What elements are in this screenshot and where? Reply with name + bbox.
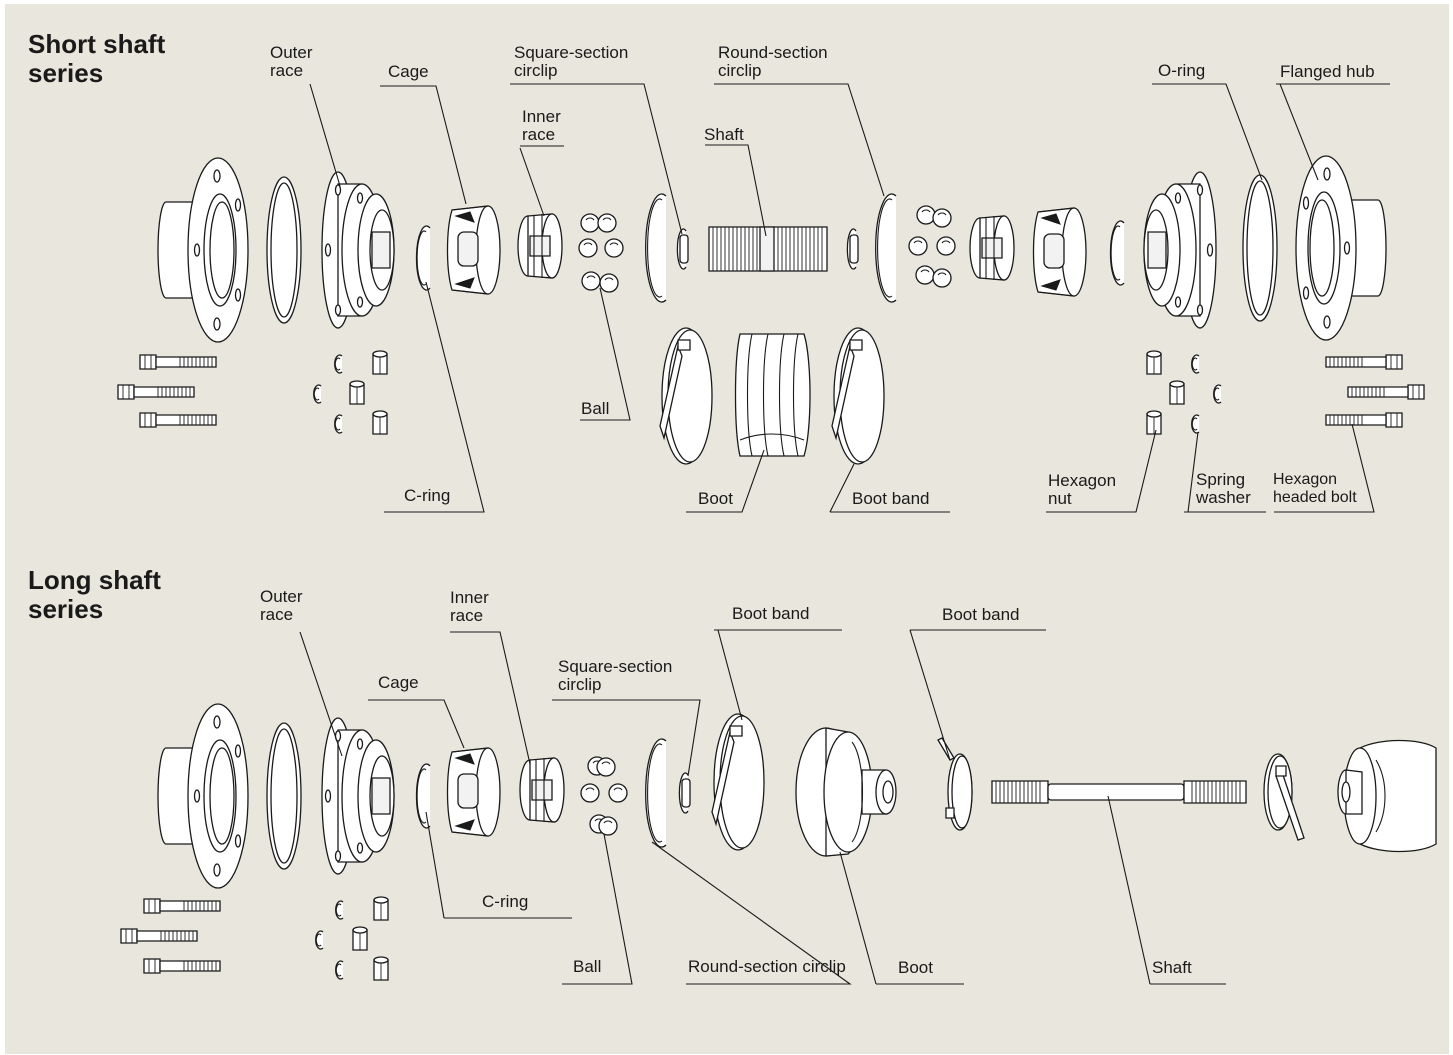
short-label-round-circlip: Round-section circlip — [718, 43, 828, 80]
short-boot-band-left — [659, 327, 713, 465]
short-label-outer-race: Outer race — [270, 43, 313, 80]
short-c-ring-left — [415, 225, 431, 291]
short-outer-race-left — [321, 171, 395, 329]
long-leader-lines — [300, 630, 1226, 984]
short-label-o-ring: O-ring — [1158, 61, 1206, 80]
short-label-shaft: Shaft — [704, 125, 744, 144]
long-series-parts — [120, 703, 1436, 981]
short-inner-race-left — [517, 213, 563, 279]
short-outer-race-right — [1143, 171, 1217, 329]
short-label-boot: Boot — [698, 489, 733, 508]
long-label-boot-band-2: Boot band — [942, 605, 1020, 624]
long-outer-race — [321, 717, 395, 875]
long-label-outer-race: Outer race — [260, 587, 303, 624]
short-o-ring-left — [266, 176, 302, 324]
long-cage — [446, 747, 501, 837]
long-inner-race — [519, 757, 565, 823]
short-boot — [736, 334, 811, 456]
long-square-circlip — [678, 772, 691, 814]
long-label-square-circlip: Square-section circlip — [558, 657, 673, 694]
long-label-ball: Ball — [573, 957, 602, 976]
short-boot-band-right — [831, 327, 885, 465]
short-label-ball: Ball — [581, 399, 610, 418]
short-label-cage: Cage — [388, 62, 429, 81]
long-label-boot: Boot — [898, 958, 933, 977]
long-boot-right — [1338, 741, 1436, 852]
short-flanged-hub-left — [157, 157, 249, 343]
long-boot-band-3 — [1264, 754, 1304, 840]
long-label-boot-band-1: Boot band — [732, 604, 810, 623]
long-label-shaft: Shaft — [1152, 958, 1192, 977]
short-c-ring-right — [1109, 220, 1125, 286]
short-label-boot-band: Boot band — [852, 489, 930, 508]
long-series-title: Long shaft series — [28, 565, 161, 624]
short-round-circlip-right — [875, 193, 897, 303]
short-series-parts — [117, 155, 1425, 465]
long-o-ring — [266, 722, 302, 870]
long-label-inner-race: Inner race — [450, 588, 489, 625]
short-label-hexagon-bolt: Hexagon headed bolt — [1273, 471, 1357, 506]
short-o-ring-right — [1242, 174, 1278, 322]
short-round-circlip-left — [645, 193, 667, 303]
long-label-cage: Cage — [378, 673, 419, 692]
long-shaft — [992, 781, 1246, 803]
figure-panel — [5, 4, 1449, 1054]
short-label-flanged-hub: Flanged hub — [1280, 62, 1375, 81]
short-square-circlip-left — [676, 228, 689, 270]
long-balls — [580, 756, 628, 836]
long-boot-band-2 — [938, 738, 972, 830]
long-c-ring — [415, 763, 431, 829]
long-round-circlip — [645, 738, 667, 848]
short-flanged-hub-right — [1295, 155, 1387, 341]
long-label-round-circlip: Round-section circlip — [688, 957, 846, 976]
short-square-circlip-right — [846, 228, 859, 270]
long-fasteners — [120, 896, 389, 981]
long-flanged-hub — [157, 703, 249, 889]
long-label-c-ring: C-ring — [482, 892, 529, 911]
short-cage-right — [1032, 207, 1087, 297]
short-leader-lines — [310, 84, 1390, 512]
short-label-hexagon-nut: Hexagon nut — [1048, 471, 1117, 508]
long-boot — [796, 728, 896, 856]
short-shaft — [709, 227, 827, 271]
short-label-square-circlip: Square-section circlip — [514, 43, 629, 80]
short-label-inner-race: Inner race — [522, 107, 561, 144]
short-series-title: Short shaft series — [28, 29, 166, 88]
short-inner-race-right — [969, 215, 1015, 281]
short-balls-left — [578, 213, 624, 293]
short-balls-right — [908, 205, 956, 288]
long-boot-band-1 — [711, 713, 765, 851]
short-cage-left — [446, 205, 501, 295]
short-fasteners-right — [1146, 350, 1425, 435]
short-fasteners-left — [117, 350, 388, 435]
short-label-spring-washer: Spring washer — [1196, 470, 1251, 507]
short-label-c-ring: C-ring — [404, 486, 451, 505]
